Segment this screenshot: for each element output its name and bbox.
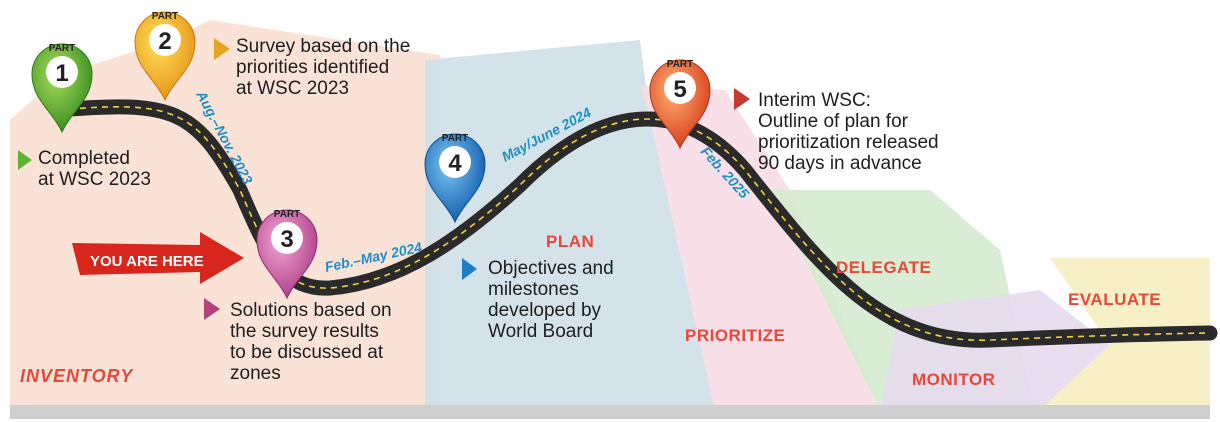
note-part3-line3: to be discussed at <box>230 342 384 363</box>
note-pointer-part3 <box>204 298 220 320</box>
note-pointer-part4 <box>462 258 477 280</box>
note-part2-line3: at WSC 2023 <box>236 78 349 99</box>
pin-part5-word: PART <box>667 59 693 70</box>
pin-part1: 1 PART <box>31 43 93 134</box>
road-surface <box>50 99 1218 348</box>
phase-evaluate: EVALUATE <box>1068 290 1162 309</box>
pin-part4: 4 PART <box>424 133 486 224</box>
pin-part3-number: 3 <box>280 226 293 253</box>
phase-bands <box>10 20 1210 419</box>
pin-part1-word: PART <box>49 43 75 54</box>
phase-monitor: MONITOR <box>912 370 996 389</box>
band-prioritize <box>640 85 880 410</box>
pin-part4-word: PART <box>442 133 468 144</box>
pin-part3: 3 PART <box>256 209 318 300</box>
note-part4-line2: milestones <box>488 279 579 300</box>
note-pointer-part2 <box>214 38 230 60</box>
ground-strip <box>10 405 1210 419</box>
phase-prioritize: PRIORITIZE <box>685 326 786 345</box>
note-part3-line1: Solutions based on <box>230 300 392 321</box>
note-part1-line1: Completed <box>38 148 130 169</box>
note-part5-line3: prioritization released <box>758 132 939 153</box>
phase-delegate: DELEGATE <box>836 258 932 277</box>
pin-part4-number: 4 <box>448 150 462 177</box>
note-part5-line2: Outline of plan for <box>758 111 908 132</box>
pin-part1-number: 1 <box>55 60 68 87</box>
note-part1: Completed at WSC 2023 <box>38 148 151 190</box>
band-plan <box>425 40 715 410</box>
note-part4-line3: developed by <box>488 300 602 321</box>
you-are-here-arrow: YOU ARE HERE <box>72 232 244 284</box>
pin-part2-word: PART <box>152 11 178 22</box>
note-part4-line4: World Board <box>488 321 594 342</box>
phase-inventory: INVENTORY <box>20 366 134 386</box>
band-monitor <box>880 290 1110 410</box>
band-inventory <box>10 20 440 410</box>
note-pointer-part1 <box>18 150 32 170</box>
note-pointer-part5 <box>734 88 750 110</box>
note-part2-line1: Survey based on the <box>236 36 411 57</box>
note-part5-line1: Interim WSC: <box>758 90 871 111</box>
note-part2: Survey based on the priorities identifie… <box>236 36 410 99</box>
pin-part3-word: PART <box>274 209 300 220</box>
you-are-here-label: YOU ARE HERE <box>90 253 204 270</box>
pin-part5-number: 5 <box>673 76 686 103</box>
note-part3-line2: the survey results <box>230 321 379 342</box>
pin-part2-number: 2 <box>158 28 171 55</box>
pin-part2: 2 PART <box>134 11 196 102</box>
note-part4: Objectives and milestones developed by W… <box>488 258 614 342</box>
note-part2-line2: priorities identified <box>236 57 390 78</box>
pin-part5: 5 PART <box>649 59 711 150</box>
note-part3-line4: zones <box>230 363 281 384</box>
note-part3: Solutions based on the survey results to… <box>230 300 392 384</box>
phase-plan: PLAN <box>546 232 595 251</box>
note-part5: Interim WSC: Outline of plan for priorit… <box>758 90 939 174</box>
note-part5-line4: 90 days in advance <box>758 153 922 174</box>
note-part4-line1: Objectives and <box>488 258 614 279</box>
road <box>50 99 1218 348</box>
note-part1-line2: at WSC 2023 <box>38 169 151 190</box>
